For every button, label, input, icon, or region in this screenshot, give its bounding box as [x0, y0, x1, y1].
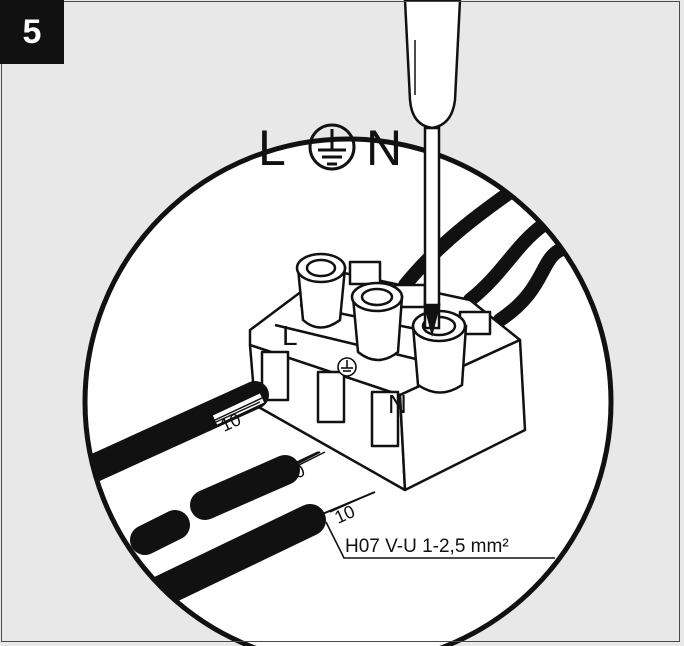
wire-earth	[190, 451, 326, 520]
step-number-badge: 5	[0, 0, 64, 64]
screwdriver	[403, 0, 462, 337]
wire-line	[85, 381, 269, 484]
polarity-label-line: L	[258, 120, 286, 176]
screw-collar-line	[295, 252, 347, 329]
terminal-label-line: L	[282, 320, 298, 351]
terminal-label-neutral: N	[388, 389, 407, 419]
earth-ground-icon	[337, 357, 357, 377]
cable-spec-label: H07 V-U 1-2,5 mm²	[345, 536, 509, 557]
earth-ground-icon	[308, 123, 356, 171]
polarity-label-neutral: N	[366, 120, 402, 176]
cable-spec-leader	[325, 521, 555, 559]
wire-earth-short	[130, 510, 190, 555]
screw-collar-earth	[350, 281, 404, 362]
